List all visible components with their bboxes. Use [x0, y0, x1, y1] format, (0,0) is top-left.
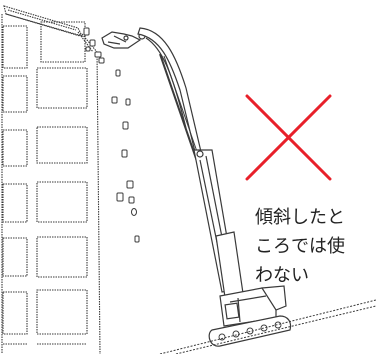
building-windows — [2, 21, 88, 345]
prohibition-x-icon — [245, 94, 332, 181]
sloped-ground — [159, 299, 376, 354]
excavator-body — [208, 285, 292, 347]
warning-caption: 傾斜したと ころでは使 わない — [255, 203, 375, 290]
caption-line-1: 傾斜したと — [255, 207, 345, 228]
falling-debris — [83, 27, 140, 243]
excavator-boom — [137, 27, 245, 305]
caption-line-2: ころでは使 — [255, 236, 345, 257]
caption-line-3: わない — [255, 265, 309, 286]
